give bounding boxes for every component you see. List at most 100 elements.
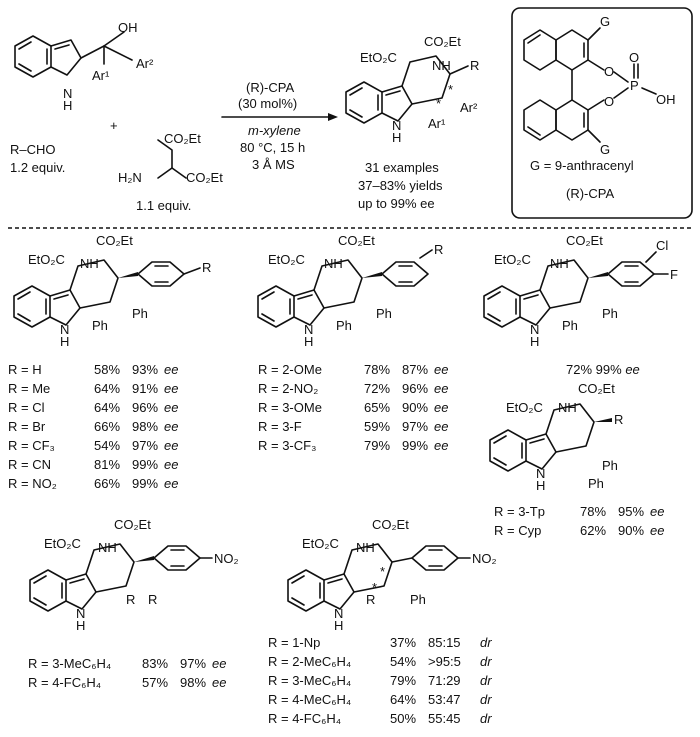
aldehyde-equiv: 1.2 equiv. [10,160,65,175]
ee-max: up to 99% ee [358,196,435,211]
substituent-label: R = 3-CF₃ [258,438,316,453]
p1-eto2c: EtO₂C [28,252,65,267]
ee-unit: ee [164,457,178,472]
ee-unit: ee [650,504,664,519]
substituent-label: R = Cyp [494,523,541,538]
ee-value: 97% [402,419,428,434]
substituent-label: R = 3-Tp [494,504,545,519]
p6-n: N [334,606,343,621]
o-double: O [629,50,639,65]
dr-unit: dr [480,635,492,650]
p1-wedge [118,272,138,278]
reactant-aldehyde: R–CHO 1.2 equiv. [10,142,65,175]
result-row: R = Cl 64% 96% ee [8,400,178,415]
substituent-label: R = 2-MeC₆H₄ [268,654,351,669]
reactant-aminomalonate: CO₂Et CO₂Et H₂N 1.1 equiv. [118,131,223,213]
ee-value: 95% [618,504,644,519]
ee-unit: ee [212,656,226,671]
ee-value: 90% [402,400,428,415]
p2-nh: NH [324,256,343,271]
p4-ph2: Ph [588,476,604,491]
stereo-star: * [372,580,377,595]
p4-r: R [614,412,623,427]
substituent-label: R = 3-MeC₆H₄ [268,673,351,688]
yield-value: 78% [364,362,390,377]
yield-value: 83% [142,656,168,671]
substituent-label: R = 3-F [258,419,302,434]
ee-value: 99% [132,457,158,472]
stereo-star: * [380,564,385,579]
yield-value: 64% [94,400,120,415]
p5-r-sub2: R [148,592,157,607]
p6-nh: NH [356,540,375,555]
substituent-label: R = 3-OMe [258,400,322,415]
yield-value: 79% [364,438,390,453]
p1-h: H [60,334,69,349]
p1-ph1: Ph [92,318,108,333]
temp-time-label: 80 °C, 15 h [240,140,305,155]
p5-n: N [76,606,85,621]
malonate-equiv: 1.1 equiv. [136,198,191,213]
p4-wedge [594,418,612,422]
substituent-label: R = CF₃ [8,438,55,453]
result-row: R = 2-OMe 78% 87% ee [258,362,448,377]
panel-3-result: 72% 99% ee [566,362,640,377]
panel-3-structure: NH CO₂Et EtO₂C N H Ph Ph Cl F [484,233,678,349]
p5-co2et: CO₂Et [114,517,151,532]
g-top: G [600,14,610,29]
yield-value: 64% [94,381,120,396]
p2-ph1: Ph [336,318,352,333]
oh-label: OH [118,20,138,35]
p2-eto2c: EtO₂C [268,252,305,267]
yield-value: 78% [580,504,606,519]
ee-unit: ee [164,362,178,377]
catalyst-box: G G O O O P OH G = 9-anthracenyl (R)-CPA [511,7,693,219]
p1-r: R [202,260,211,275]
binol-upper [523,29,589,71]
p5-wedge [134,556,154,562]
yield-value: 57% [142,675,168,690]
ee-value: 96% [402,381,428,396]
ee-unit: ee [164,400,178,415]
yield-value: 81% [94,457,120,472]
product-r: R [470,58,479,73]
ee-value: 87% [402,362,428,377]
p1-nh: NH [80,256,99,271]
product-ar2: Ar² [460,100,478,115]
indole-nh-label: N [63,86,72,101]
substituent-label: R = Cl [8,400,45,415]
dr-value: 53:47 [428,692,461,707]
ee-value: 98% [180,675,206,690]
yield-value: 66% [94,419,120,434]
p1-ph2: Ph [132,306,148,321]
p6-co2et: CO₂Et [372,517,409,532]
ee-value: 99% [132,476,158,491]
yield-value: 54% [390,654,416,669]
plus-sign: + [110,118,118,133]
ee-unit: ee [212,675,226,690]
ee-unit: ee [434,362,448,377]
p3-co2et: CO₂Et [566,233,603,248]
p2-co2et: CO₂Et [338,233,375,248]
dr-value: >95:5 [428,654,461,669]
p-oh: OH [656,92,676,107]
product-co2et: CO₂Et [424,34,461,49]
yield-value: 66% [94,476,120,491]
ee-value: 99% [402,438,428,453]
p5-h: H [76,618,85,633]
ee-unit: ee [434,381,448,396]
ee-unit: ee [164,381,178,396]
stereo-star: * [436,96,441,111]
yield-value: 62% [580,523,606,538]
ee-unit: ee [164,476,178,491]
substituent-label: R = 2-OMe [258,362,322,377]
dr-unit: dr [480,711,492,726]
ee-value: 96% [132,400,158,415]
panel-6-structure: NH CO₂Et EtO₂C N H R Ph * * NO₂ [288,517,497,633]
